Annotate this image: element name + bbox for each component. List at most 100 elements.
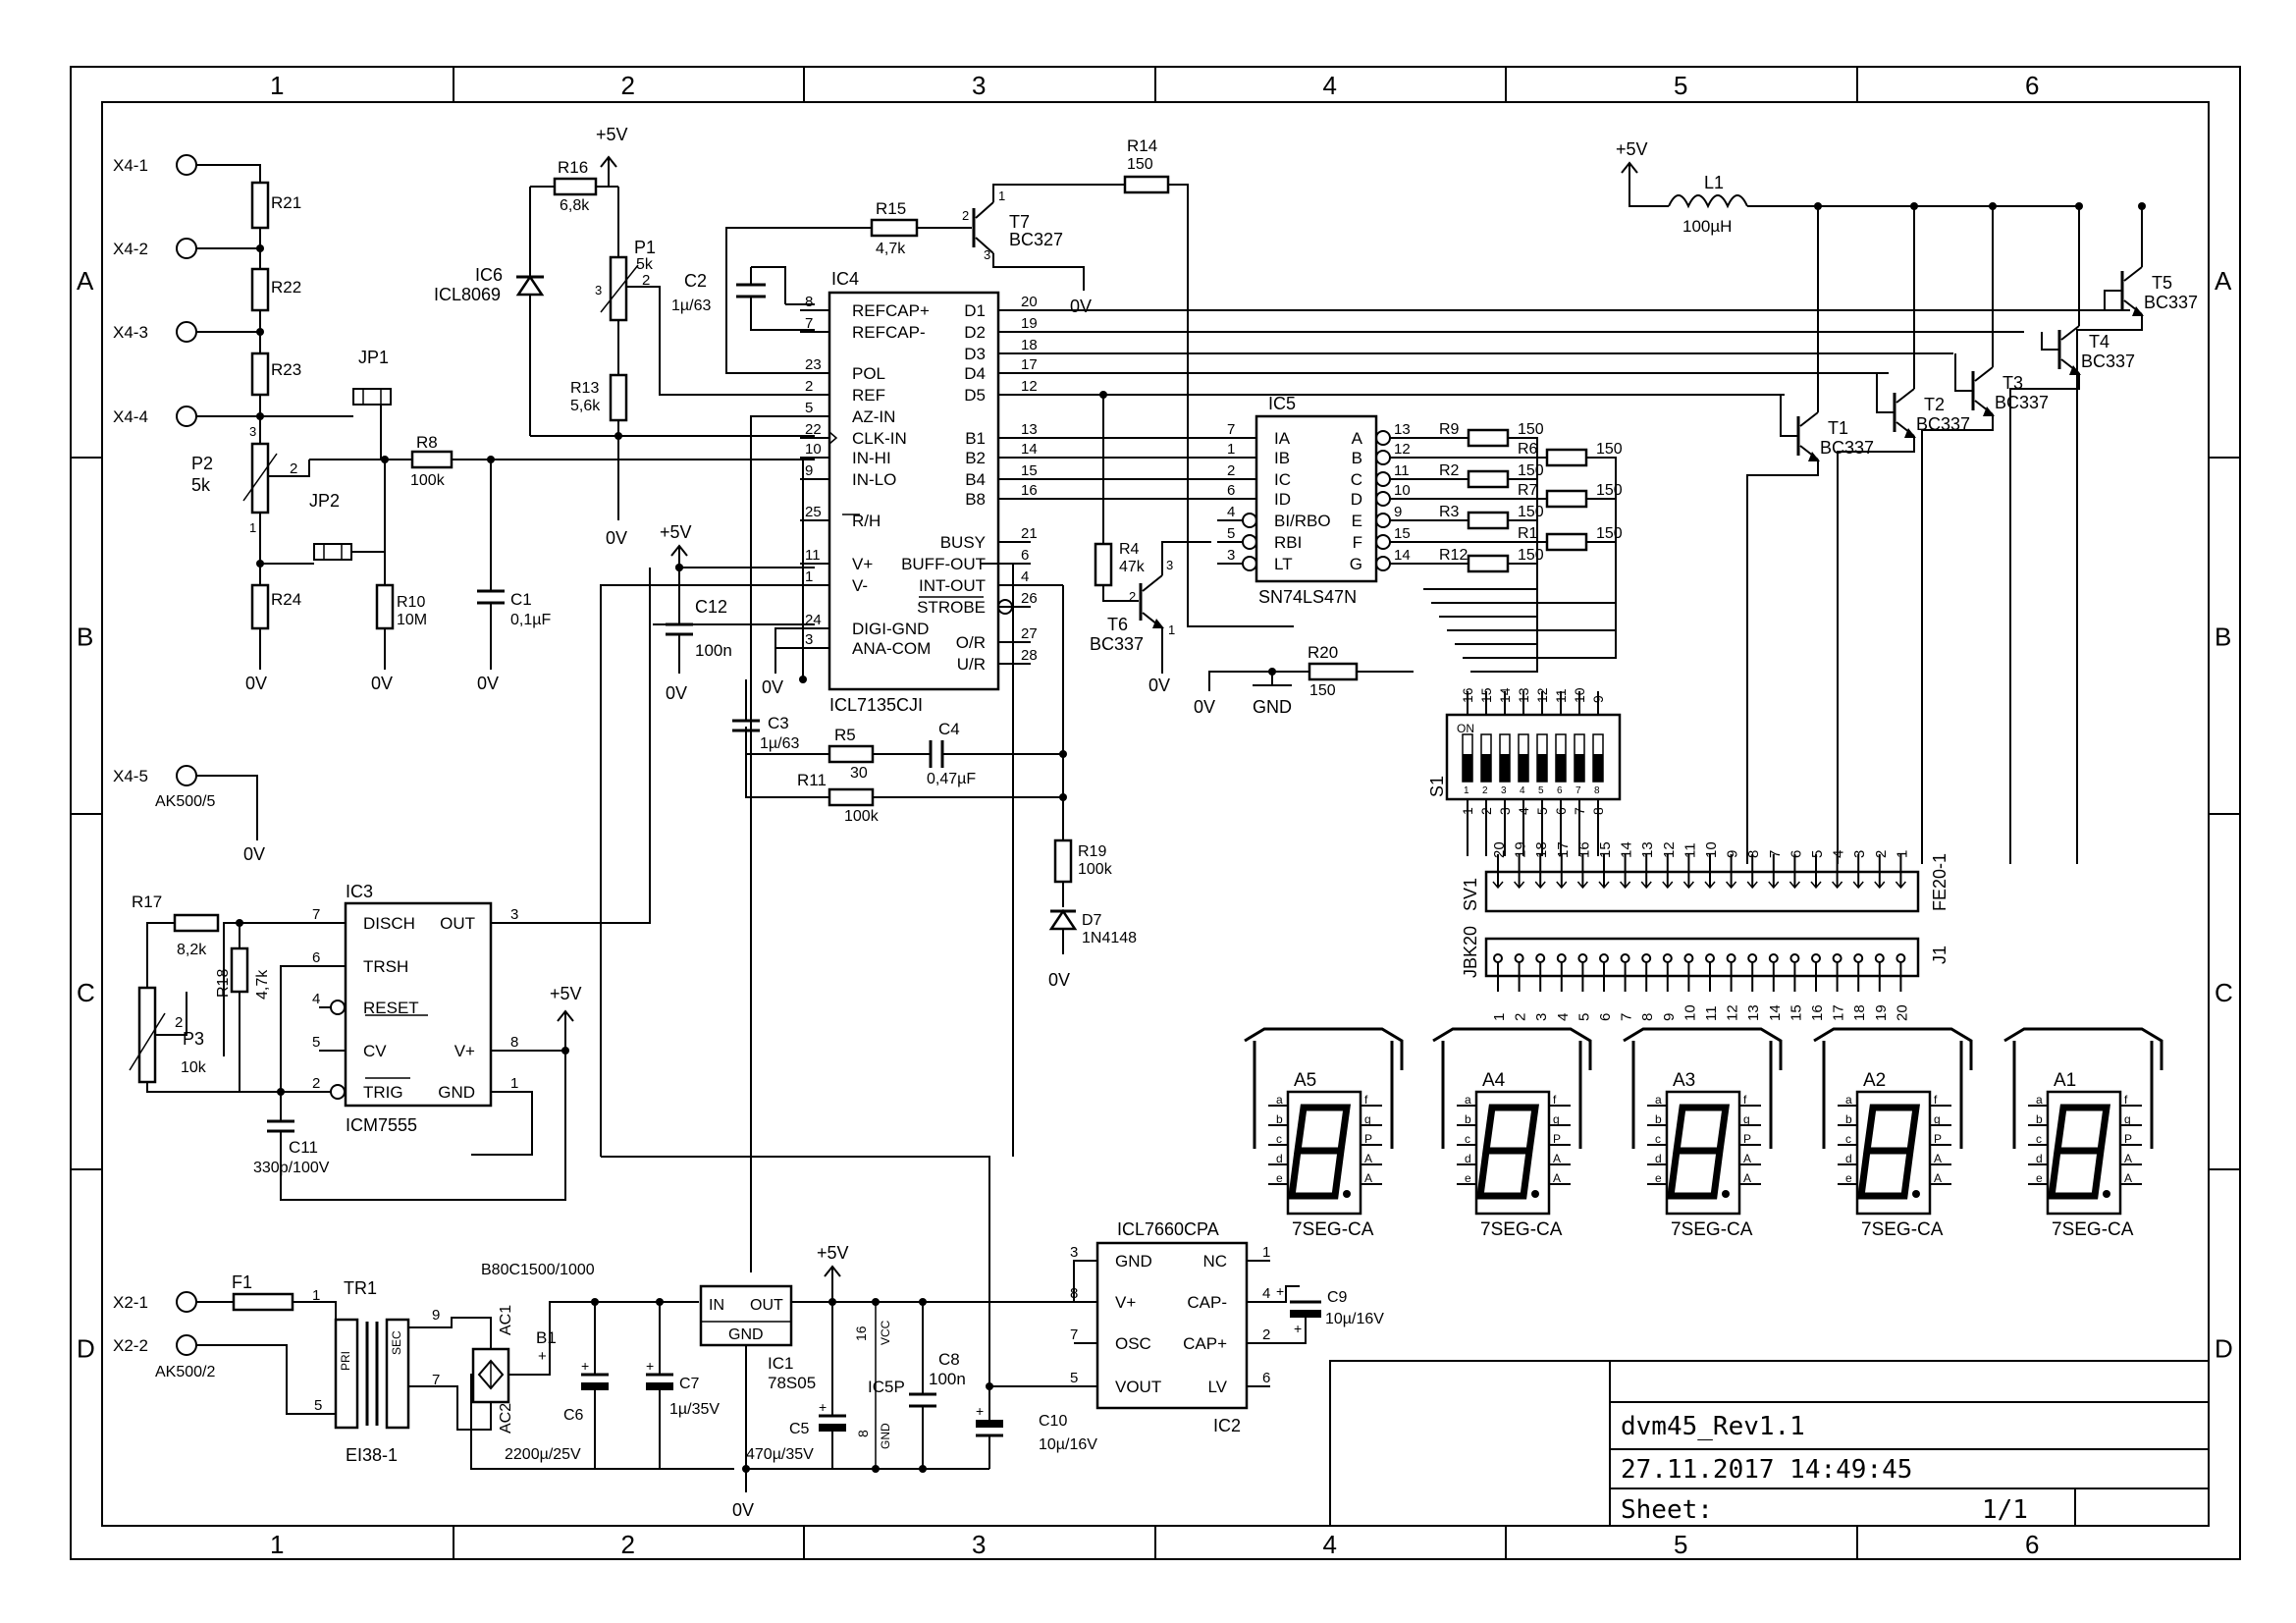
pin-label: REFCAP+ (852, 301, 930, 320)
schematic-line (1161, 541, 1211, 575)
label: C5 (789, 1421, 810, 1437)
schematic-line (1375, 471, 1391, 487)
schematic-line (1375, 450, 1391, 465)
schematic-line (1668, 194, 1748, 209)
header-pin: 18 (1851, 1004, 1868, 1021)
pin-number: 16 (1021, 482, 1038, 499)
label: C1 (510, 590, 532, 609)
schematic-line (146, 1082, 240, 1093)
label: 30 (850, 765, 868, 782)
label: P2 (191, 454, 213, 473)
label: R8 (416, 433, 438, 452)
schematic-line (1768, 881, 1780, 890)
display-pin: g (1934, 1112, 1941, 1126)
schematic-line (1876, 373, 1895, 413)
schematic-line (1152, 619, 1164, 628)
schematic-line (1242, 556, 1257, 571)
display-pin: A (1553, 1171, 1561, 1185)
schematic-line (1662, 881, 1674, 890)
schematic-line (1247, 1316, 1307, 1344)
display-pin: P (1553, 1132, 1561, 1146)
pin-label: LT (1274, 555, 1293, 573)
display-pin: e (1655, 1171, 1662, 1185)
schematic-line (506, 568, 651, 924)
schematic-line (1445, 713, 1622, 801)
resistor-name: R2 (1439, 462, 1460, 479)
pin-label: D3 (964, 345, 986, 363)
display-pin: a (2036, 1093, 2043, 1107)
header-pin: 11 (1703, 1005, 1720, 1021)
pin-number: 14 (1394, 547, 1411, 564)
label: JP2 (309, 491, 340, 511)
digit-drivers: +5V L1 100µH T1BC337T2BC337T3BC337T4BC33… (998, 139, 2198, 864)
schematic-line (1288, 1104, 1352, 1200)
schematic-line (129, 1012, 166, 1071)
header-pin: 18 (1533, 841, 1550, 858)
pin-label: REFCAP- (852, 323, 926, 342)
display-pin: b (1276, 1112, 1283, 1126)
schematic-line (71, 67, 2240, 1559)
display-type: 7SEG-CA (1671, 1219, 1753, 1240)
display-pin: A (1553, 1152, 1561, 1165)
pin-label: CLK-IN (852, 429, 907, 448)
label: 5 (314, 1397, 322, 1414)
schematic-line (1463, 541, 1617, 659)
label: 16 (853, 1325, 869, 1341)
label: 1 (998, 189, 1005, 203)
schematic-line (250, 352, 270, 397)
pin-label: E (1352, 512, 1362, 530)
label: 3 (249, 424, 256, 439)
schematic-line (751, 266, 786, 304)
schematic-line (313, 543, 352, 561)
pin-number: 1 (1262, 1244, 1270, 1261)
pin-label: POL (852, 364, 885, 383)
header-pin: 12 (1725, 1004, 1741, 1021)
ic2-name: IC2 (1213, 1416, 1241, 1435)
schematic-line (1053, 839, 1073, 884)
schematic-line (561, 1047, 569, 1055)
pin-number: 8 (805, 294, 813, 310)
header-pin: 20 (1491, 841, 1508, 858)
header-pin: 15 (1597, 841, 1614, 858)
schematic-line (155, 992, 187, 1036)
label: 0V (477, 674, 499, 693)
label: 5,6k (570, 398, 601, 414)
label: X4-2 (113, 240, 148, 258)
schematic-line (1048, 908, 1078, 931)
schematic-line (1623, 1027, 1783, 1070)
switch-pin: 13 (1516, 687, 1531, 703)
pin-label: ID (1274, 490, 1291, 509)
column-label-bottom: 3 (972, 1530, 986, 1559)
label: +5V (660, 522, 692, 542)
schematic-line (799, 676, 807, 683)
column-label-bottom: 1 (270, 1530, 284, 1559)
schematic-line (385, 1318, 410, 1430)
schematic-line (256, 328, 264, 336)
resistor-value: 150 (1596, 525, 1623, 542)
label: 9 (432, 1307, 440, 1324)
schematic-line (2003, 1027, 2163, 1070)
pin-number: 12 (1394, 441, 1411, 458)
label: VCC (879, 1320, 892, 1345)
display-type: 7SEG-CA (2052, 1219, 2134, 1240)
pin-number: 7 (1070, 1326, 1078, 1343)
column-label-bottom: 6 (2025, 1530, 2039, 1559)
column-label-top: 3 (972, 71, 986, 100)
label: C3 (768, 714, 789, 732)
switch-pin: 8 (1590, 807, 1606, 815)
row-label-left: C (77, 978, 95, 1007)
label: 100k (1078, 861, 1113, 878)
pin-label: IB (1274, 449, 1290, 467)
pin-label: DIGI-GND (852, 620, 929, 638)
pin-number: 20 (1021, 294, 1038, 310)
display-type: 7SEG-CA (1861, 1219, 1944, 1240)
header-pin: 3 (1851, 850, 1868, 858)
label: 0V (1194, 697, 1215, 717)
pin-number: 5 (1227, 525, 1235, 542)
column-label-bottom: 2 (621, 1530, 635, 1559)
seven-segment-displays: A57SEG-CAabcdefgPAAA47SEG-CAabcdefgPAAA3… (1244, 1027, 2163, 1240)
schematic-line (1255, 414, 1378, 583)
schematic-line (1593, 754, 1603, 782)
header-pin: 7 (1767, 850, 1784, 858)
